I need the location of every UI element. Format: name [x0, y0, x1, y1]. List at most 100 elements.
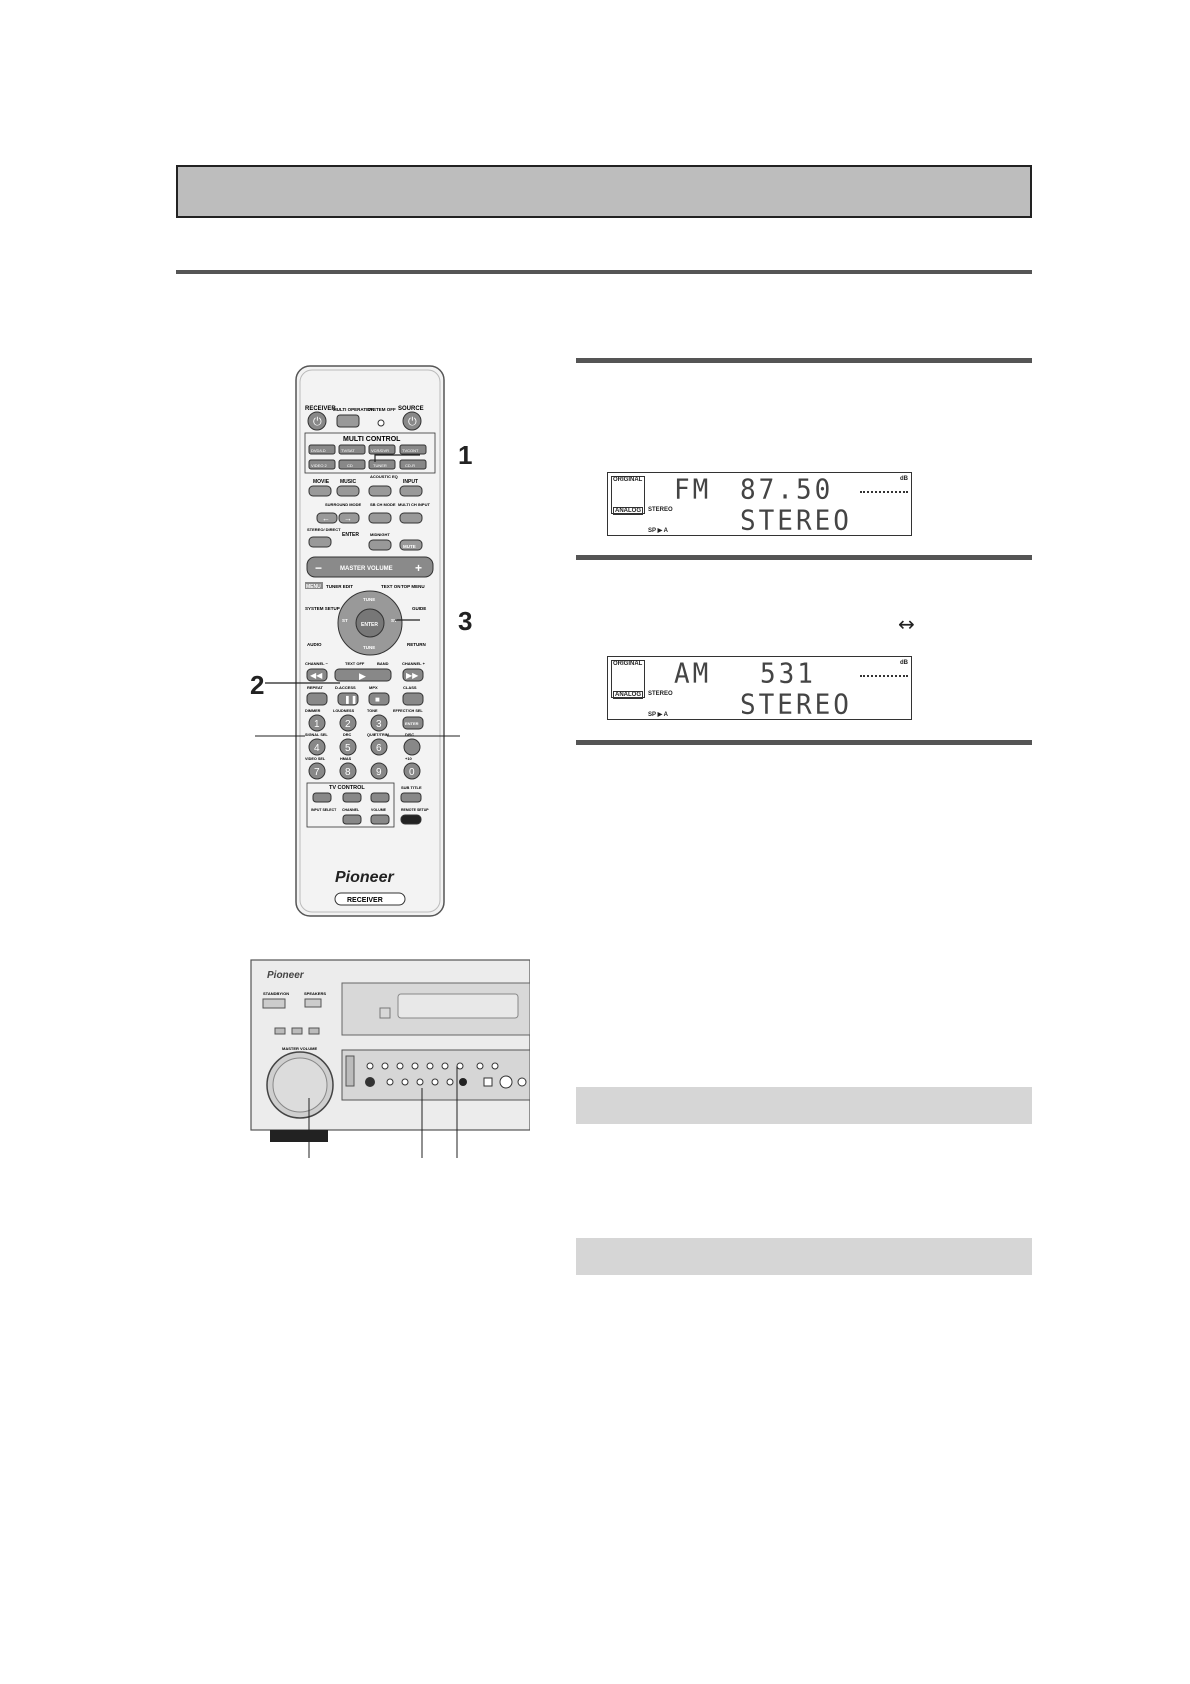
- panel-small-button-1[interactable]: [274, 1027, 286, 1035]
- tune-down-label: TUNE: [363, 645, 375, 650]
- surround-right-button[interactable]: [338, 512, 360, 524]
- pause-button[interactable]: [337, 692, 359, 706]
- digit-2-button[interactable]: [339, 714, 357, 732]
- master-volume-rocker[interactable]: [306, 556, 434, 578]
- prev-button[interactable]: [306, 668, 328, 682]
- panel-control-button[interactable]: [456, 1062, 464, 1070]
- d-access-label: D.ACCESS: [335, 685, 356, 690]
- remote-setup-button[interactable]: [400, 814, 422, 825]
- mute-button[interactable]: [399, 539, 423, 551]
- src-tvcont-label: TVCONT: [402, 448, 419, 453]
- analog-label: ANALOG: [613, 691, 643, 699]
- tv-power-button[interactable]: [312, 792, 332, 803]
- panel-control-button[interactable]: [491, 1062, 499, 1070]
- digit-3-button[interactable]: [370, 714, 388, 732]
- input-button[interactable]: [399, 485, 423, 497]
- panel-control-button[interactable]: [411, 1062, 419, 1070]
- src-cd-label: CD: [347, 463, 353, 468]
- src-cd-button[interactable]: [338, 459, 366, 470]
- remote-brand-logo: Pioneer: [335, 869, 394, 886]
- src-tvcont-button[interactable]: [399, 444, 427, 455]
- receiver-power-button[interactable]: [307, 411, 327, 431]
- stop-button[interactable]: [368, 692, 390, 706]
- music-button[interactable]: [336, 485, 360, 497]
- multi-operation-button[interactable]: [336, 414, 360, 428]
- speakers-button[interactable]: [304, 998, 322, 1008]
- step-callout-2: 2: [250, 670, 265, 700]
- panel-brand-logo: Pioneer: [267, 970, 305, 981]
- panel-control-button[interactable]: [366, 1062, 374, 1070]
- step-rule-3: [576, 740, 1032, 745]
- multi-ch-input-button[interactable]: [399, 512, 423, 524]
- digit-4-button[interactable]: [308, 738, 326, 756]
- mcacc-jack[interactable]: [459, 1078, 467, 1086]
- led-indicator: [377, 419, 385, 427]
- next-button[interactable]: [402, 668, 424, 682]
- src-video2-button[interactable]: [308, 459, 336, 470]
- standby-button[interactable]: [262, 998, 286, 1009]
- skip-button[interactable]: [402, 692, 424, 706]
- original-label: ORIGINAL: [613, 477, 643, 483]
- tv-volume-down-button[interactable]: [370, 814, 390, 825]
- src-cdr-button[interactable]: [399, 459, 427, 470]
- panel-control-button[interactable]: [476, 1062, 484, 1070]
- digit-5-label: 5: [345, 743, 351, 754]
- panel-control-button[interactable]: [401, 1078, 409, 1086]
- stereo-direct-button[interactable]: [308, 536, 332, 548]
- remote-callout-lines: [255, 454, 460, 737]
- src-video2-label: VIDEO 2: [311, 463, 328, 468]
- panel-control-button[interactable]: [441, 1062, 449, 1070]
- step-callout-3: 3: [458, 606, 473, 636]
- s-video-input[interactable]: [499, 1075, 513, 1089]
- digit-1-label: 1: [314, 719, 320, 730]
- power-icon: ⏻: [408, 416, 417, 428]
- signal-sel-label: SIGNAL SEL: [305, 733, 328, 737]
- step-back-button[interactable]: [306, 692, 328, 706]
- dpad-enter-button[interactable]: [355, 608, 385, 638]
- tv-volume-up-button[interactable]: [370, 792, 390, 803]
- headphone-jack[interactable]: [365, 1077, 375, 1087]
- src-dvd-label: DVD/LD: [311, 448, 326, 453]
- play-button[interactable]: [334, 668, 392, 682]
- panel-control-button[interactable]: [416, 1078, 424, 1086]
- menu-button[interactable]: [305, 582, 323, 589]
- enter-small-button[interactable]: [402, 716, 424, 730]
- movie-button[interactable]: [308, 485, 332, 497]
- digit-9-button[interactable]: [370, 762, 388, 780]
- src-tvsat-button[interactable]: [338, 444, 366, 455]
- panel-small-button-2[interactable]: [291, 1027, 303, 1035]
- disc-button[interactable]: [403, 738, 421, 756]
- src-dvd-button[interactable]: [308, 444, 336, 455]
- tv-channel-up-button[interactable]: [342, 792, 362, 803]
- panel-control-button[interactable]: [386, 1078, 394, 1086]
- optical-input[interactable]: [483, 1077, 493, 1087]
- panel-control-button[interactable]: [426, 1062, 434, 1070]
- level-meter: [860, 675, 908, 677]
- panel-control-button[interactable]: [396, 1062, 404, 1070]
- callout-line-1: [374, 454, 420, 462]
- video-input[interactable]: [517, 1077, 527, 1087]
- src-vcr-button[interactable]: [368, 444, 396, 455]
- frequency-text: 87.50: [740, 474, 834, 506]
- source-power-button[interactable]: [402, 411, 422, 431]
- digit-1-button[interactable]: [308, 714, 326, 732]
- tv-channel-down-button[interactable]: [342, 814, 362, 825]
- digit-8-button[interactable]: [339, 762, 357, 780]
- midnight-button[interactable]: [368, 539, 392, 551]
- digit-7-label: 7: [314, 767, 320, 778]
- src-vcr-label: VCR/DVR: [371, 448, 389, 453]
- digit-5-button[interactable]: [339, 738, 357, 756]
- panel-control-button[interactable]: [381, 1062, 389, 1070]
- panel-small-button-3[interactable]: [308, 1027, 320, 1035]
- sub-title-button[interactable]: [400, 792, 422, 803]
- src-tuner-button[interactable]: [368, 459, 396, 470]
- sb-ch-mode-button[interactable]: [368, 512, 392, 524]
- level-meter: [860, 491, 908, 493]
- digit-7-button[interactable]: [308, 762, 326, 780]
- digit-0-button[interactable]: [403, 762, 421, 780]
- surround-left-button[interactable]: [316, 512, 338, 524]
- digit-6-button[interactable]: [370, 738, 388, 756]
- panel-control-button[interactable]: [446, 1078, 454, 1086]
- panel-control-button[interactable]: [431, 1078, 439, 1086]
- acoustic-eq-button[interactable]: [368, 485, 392, 497]
